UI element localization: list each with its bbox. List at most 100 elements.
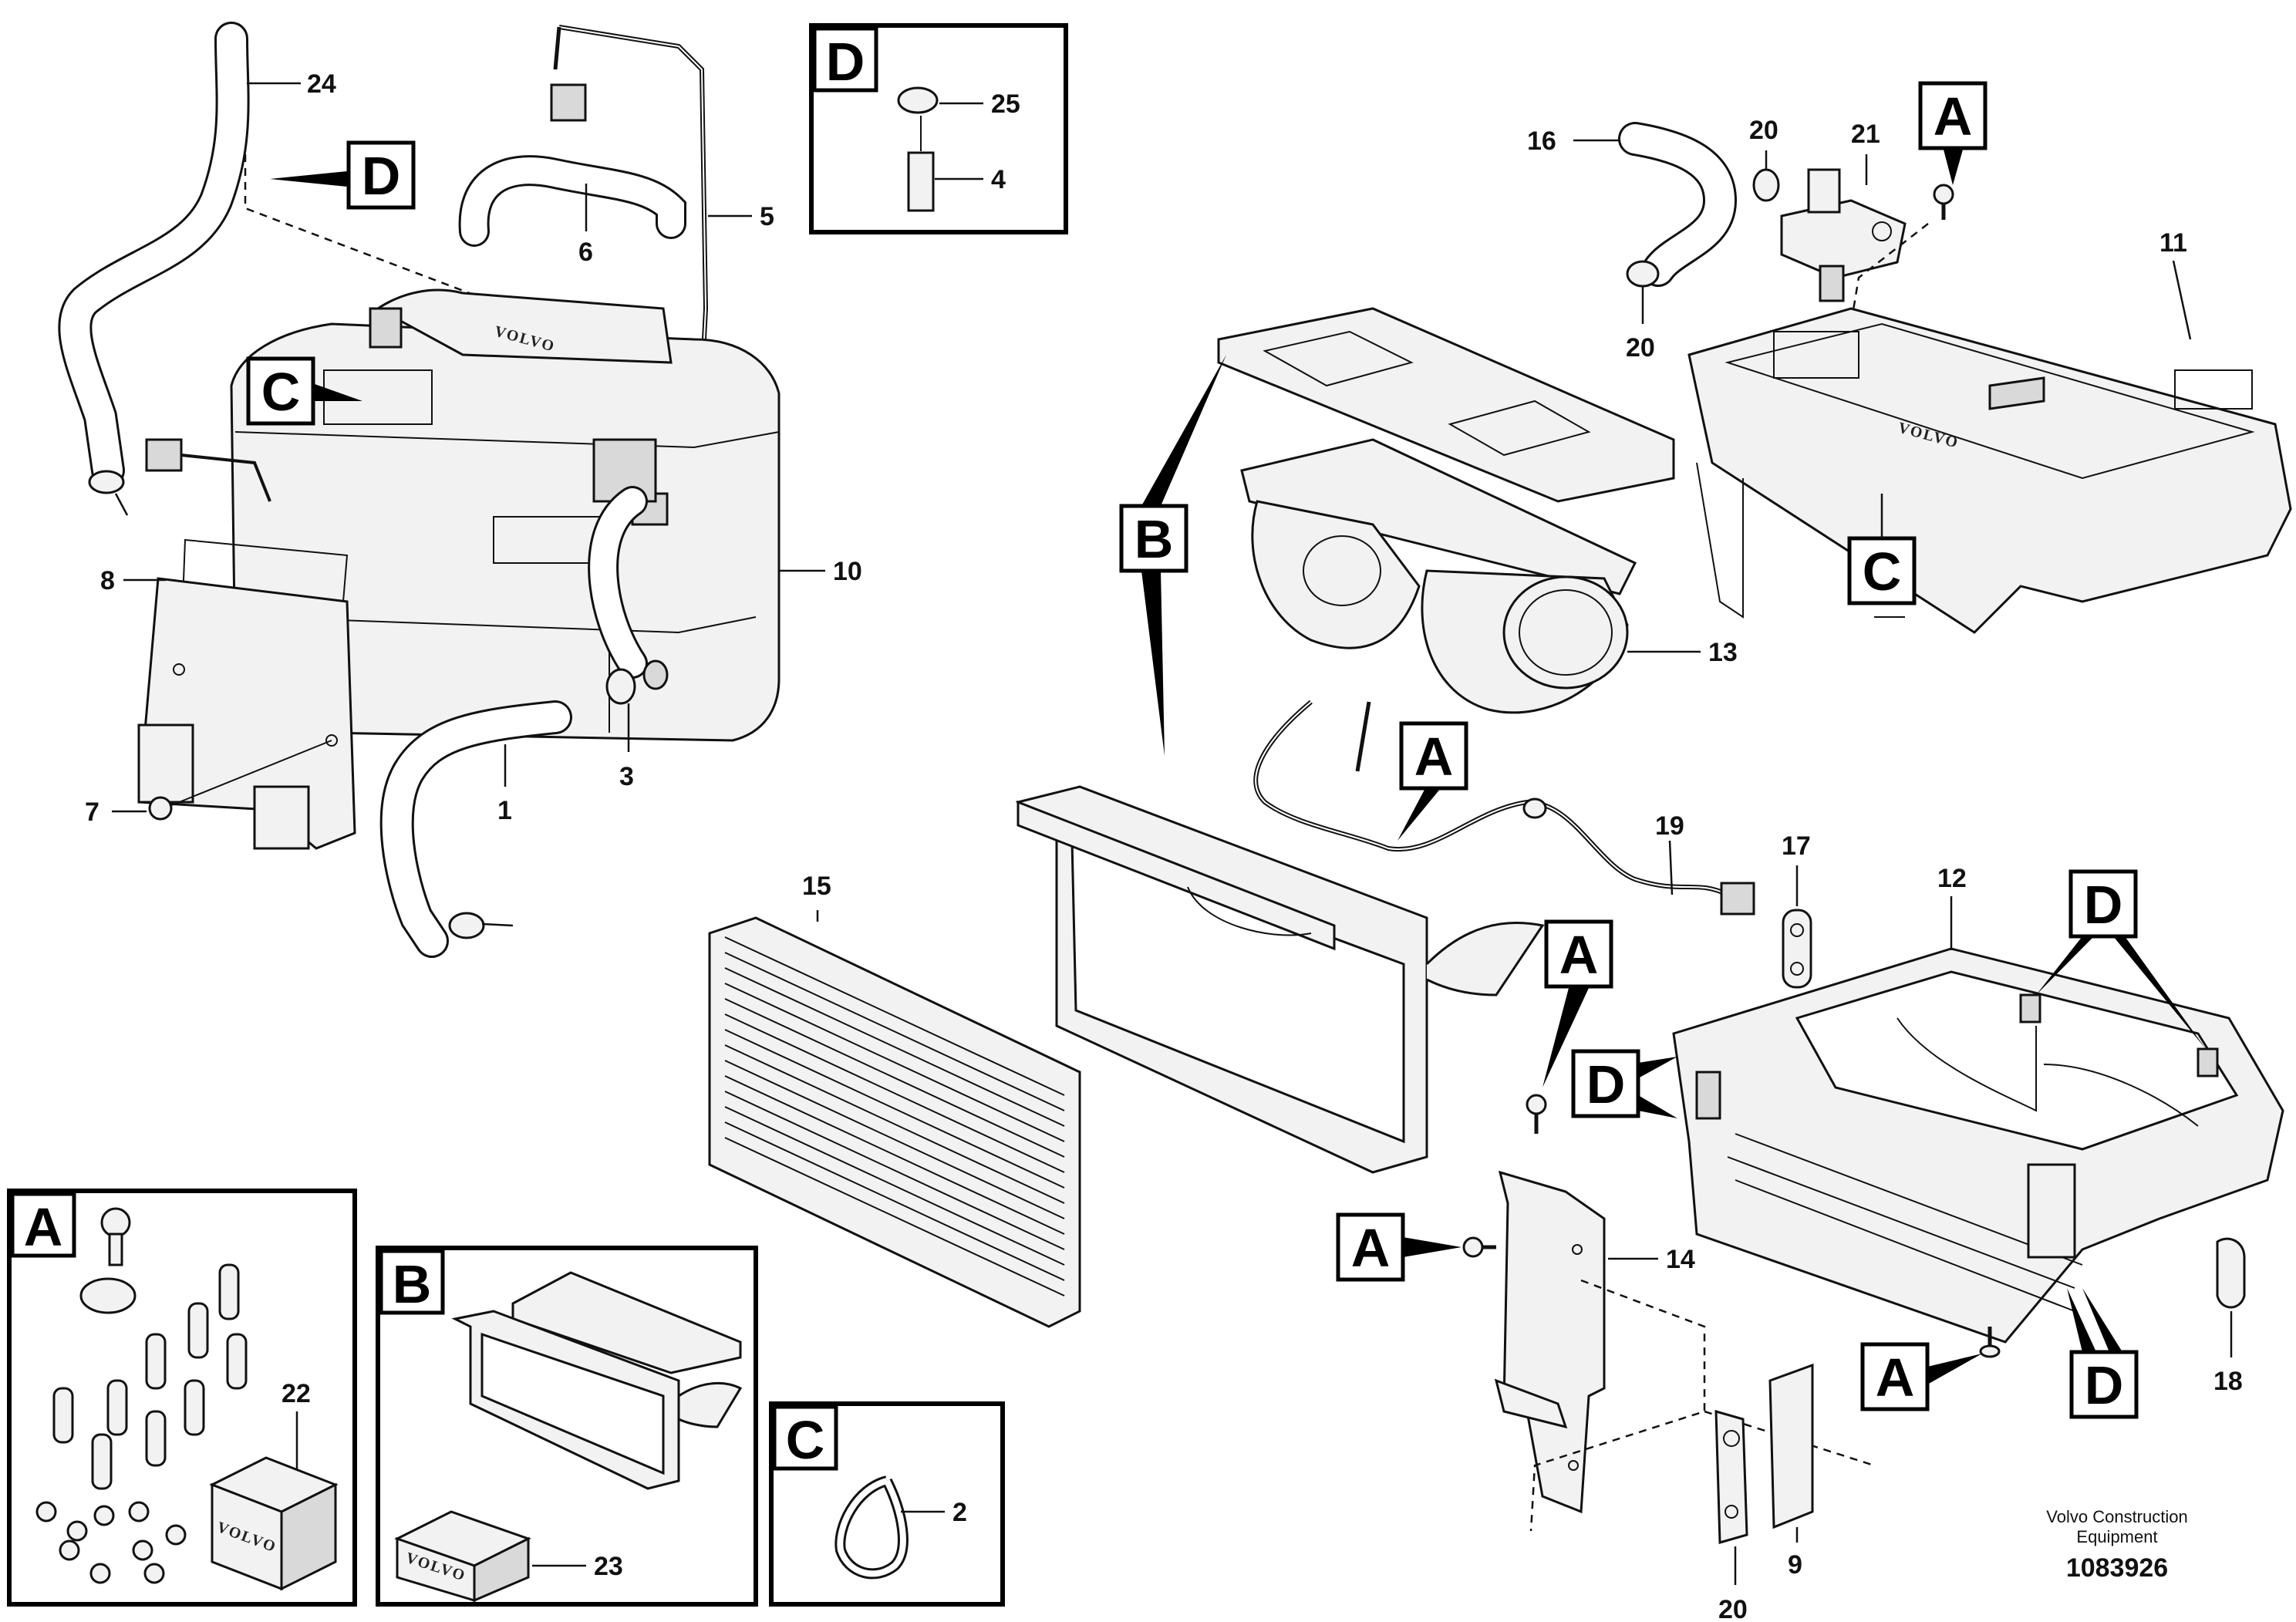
callout-box-d-bottom xyxy=(2069,1350,2139,1419)
part-label-6: 6 xyxy=(578,238,593,267)
pointer-a-bottom xyxy=(1927,1354,1982,1384)
pointer-d-b-1 xyxy=(2067,1288,2096,1352)
gasket-17 xyxy=(1782,909,1812,989)
part-label-20a: 20 xyxy=(1749,116,1778,145)
leader-11 xyxy=(2172,260,2192,340)
inset-b-frame-assembly xyxy=(451,1271,743,1490)
callout-c-right: C xyxy=(1863,541,1902,602)
callout-d-top: D xyxy=(362,146,401,206)
pointer-b-down xyxy=(1141,571,1165,756)
inset-a: A VOLVO xyxy=(7,1189,357,1607)
part-label-7: 7 xyxy=(85,798,99,827)
footer-reference-number: 1083926 xyxy=(2066,1553,2168,1583)
screw-bracket xyxy=(1462,1236,1496,1258)
heater-unit-10: VOLVO xyxy=(145,288,781,742)
inset-b-letter: B xyxy=(393,1254,432,1314)
part-label-20c: 20 xyxy=(1718,1595,1748,1622)
inset-a-part-22: 22 xyxy=(282,1379,311,1408)
inset-b: B VOLVO 23 xyxy=(376,1246,758,1607)
clamp-3 xyxy=(605,659,669,705)
callout-a-lower: A xyxy=(1559,925,1599,985)
pointer-d-ur-1 xyxy=(2036,936,2094,995)
seal-9 xyxy=(1768,1363,1814,1529)
inset-a-hardware xyxy=(35,1207,248,1584)
screw-bottom xyxy=(1979,1327,2001,1358)
part-label-19: 19 xyxy=(1655,811,1684,841)
inset-d-letter: D xyxy=(826,32,865,92)
bolt-7 xyxy=(148,740,332,821)
part-label-3: 3 xyxy=(619,762,634,791)
filter-frame xyxy=(1015,785,1545,1174)
bracket-8 xyxy=(137,577,356,850)
blower-13 xyxy=(1240,438,1637,714)
callout-box-d-top xyxy=(346,140,416,210)
pointer-a-lower xyxy=(1542,988,1589,1088)
callout-c-left: C xyxy=(261,362,301,422)
screw-top-right xyxy=(1933,184,1954,220)
callout-box-c-left xyxy=(246,356,315,426)
water-valve-21 xyxy=(1780,168,1907,302)
hose-6 xyxy=(458,155,686,247)
pointer-c-left xyxy=(315,384,362,401)
screw-housing xyxy=(1526,1094,1547,1134)
footer-company-line2: Equipment xyxy=(2076,1527,2157,1546)
hose-24 xyxy=(58,22,250,516)
callout-a-mid: A xyxy=(1414,727,1454,787)
pointer-d-ml-2 xyxy=(1638,1095,1677,1118)
callout-box-d-mid-left xyxy=(1571,1049,1640,1118)
pointer-a-bracket xyxy=(1403,1237,1462,1257)
part-label-8: 8 xyxy=(100,566,115,595)
part-label-13: 13 xyxy=(1708,638,1738,667)
callout-box-d-upper-right xyxy=(2068,869,2138,939)
seal-18 xyxy=(2216,1237,2246,1309)
inset-c: C 2 xyxy=(769,1401,1005,1607)
part-label-5: 5 xyxy=(760,202,774,231)
cable-tie-2 xyxy=(834,1475,909,1580)
inset-d-part-25: 25 xyxy=(991,89,1020,119)
part-label-20b: 20 xyxy=(1626,333,1655,363)
callout-a-top-right: A xyxy=(1934,86,1973,147)
pointer-b-up xyxy=(1141,355,1226,506)
inset-d-part-4: 4 xyxy=(991,165,1006,194)
part-label-12: 12 xyxy=(1937,864,1967,893)
radiator-15 xyxy=(708,916,1081,1328)
kit-box-22: VOLVO xyxy=(209,1456,339,1591)
part-label-14: 14 xyxy=(1666,1245,1695,1274)
callout-box-a-lower xyxy=(1544,919,1613,989)
callout-a-bracket: A xyxy=(1351,1218,1391,1278)
part-label-11: 11 xyxy=(2159,228,2187,258)
kit-box-23: VOLVO xyxy=(394,1510,531,1603)
plug-4 xyxy=(907,151,935,212)
callout-box-a-top-right xyxy=(1918,81,1988,150)
housing-12 xyxy=(1672,947,2284,1344)
part-label-15: 15 xyxy=(802,872,831,901)
callout-box-a-bracket xyxy=(1336,1212,1405,1282)
hose-1 xyxy=(379,700,572,958)
pointer-a-mid xyxy=(1397,788,1441,841)
clamp-25 xyxy=(897,86,939,114)
pointer-d-ml-1 xyxy=(1638,1057,1677,1078)
part-label-17: 17 xyxy=(1782,831,1811,861)
pointer-d-top xyxy=(270,171,347,187)
part-label-18: 18 xyxy=(2213,1367,2243,1396)
leader-19 xyxy=(1668,840,1674,895)
hose-16 xyxy=(1618,122,1738,287)
callout-box-a-bottom xyxy=(1860,1342,1930,1411)
pointer-a-top-right xyxy=(1944,150,1963,185)
pointer-d-ur-2 xyxy=(2113,936,2206,1049)
part-label-9: 9 xyxy=(1788,1550,1802,1580)
cover-11: VOLVO xyxy=(1687,307,2292,634)
part-label-21: 21 xyxy=(1851,120,1880,149)
part-label-1: 1 xyxy=(497,796,512,825)
wire-harness-19 xyxy=(1253,700,1755,916)
part-label-16: 16 xyxy=(1527,126,1556,156)
callout-d-mid-left: D xyxy=(1586,1054,1626,1114)
clamp-20-lower xyxy=(1626,260,1660,288)
callout-d-bottom: D xyxy=(2085,1355,2124,1415)
seal-panel xyxy=(1217,307,1675,503)
clamp-20-bottom xyxy=(1714,1409,1748,1544)
dashed-link-valve xyxy=(1849,223,1929,325)
inset-b-part-23: 23 xyxy=(594,1552,623,1581)
inset-c-part-2: 2 xyxy=(952,1498,967,1527)
